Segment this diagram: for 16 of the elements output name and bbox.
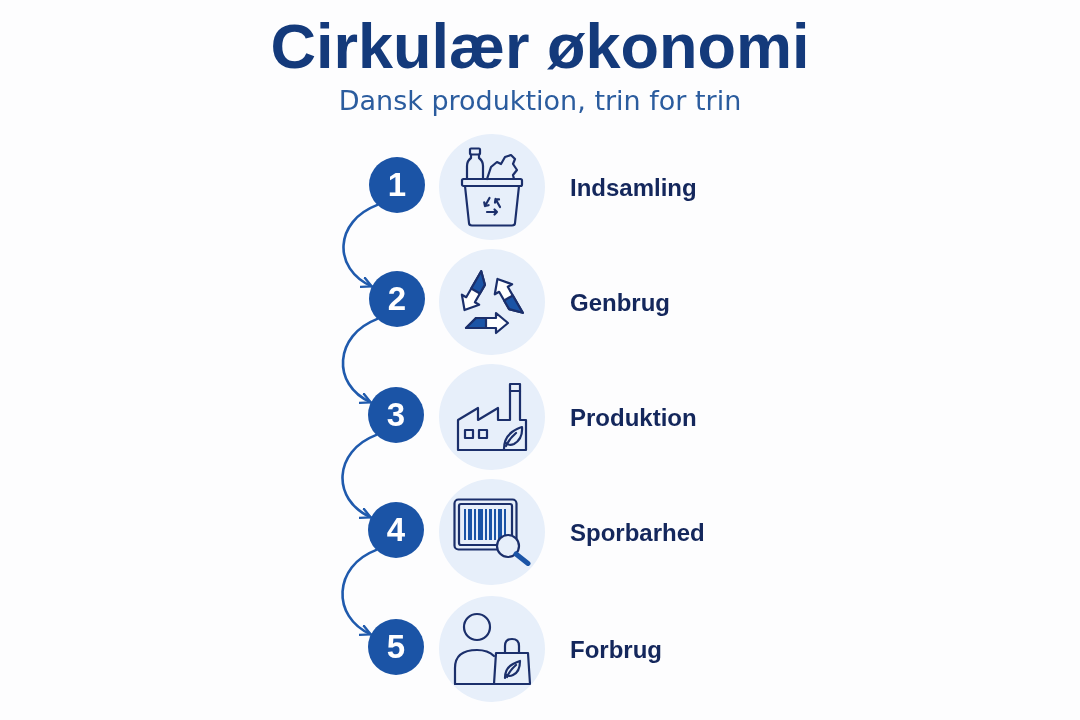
curved-arrow (341, 548, 378, 636)
step-label: Forbrug (570, 636, 662, 664)
curved-arrow (342, 203, 379, 288)
step-label: Indsamling (570, 174, 697, 202)
step-label: Sporbarhed (570, 519, 705, 547)
step-number: 1 (369, 157, 425, 213)
subtitle: Dansk produktion, trin for trin (338, 85, 742, 117)
step-label: Genbrug (570, 289, 670, 317)
title: Cirkulær økonomi (270, 15, 810, 78)
curved-arrow (341, 317, 379, 404)
step-number: 3 (368, 387, 424, 443)
step-number: 5 (368, 619, 424, 675)
step-number: 2 (369, 271, 425, 327)
step-number: 4 (368, 502, 424, 558)
step-label: Produktion (570, 404, 697, 432)
curved-arrow (341, 433, 378, 519)
